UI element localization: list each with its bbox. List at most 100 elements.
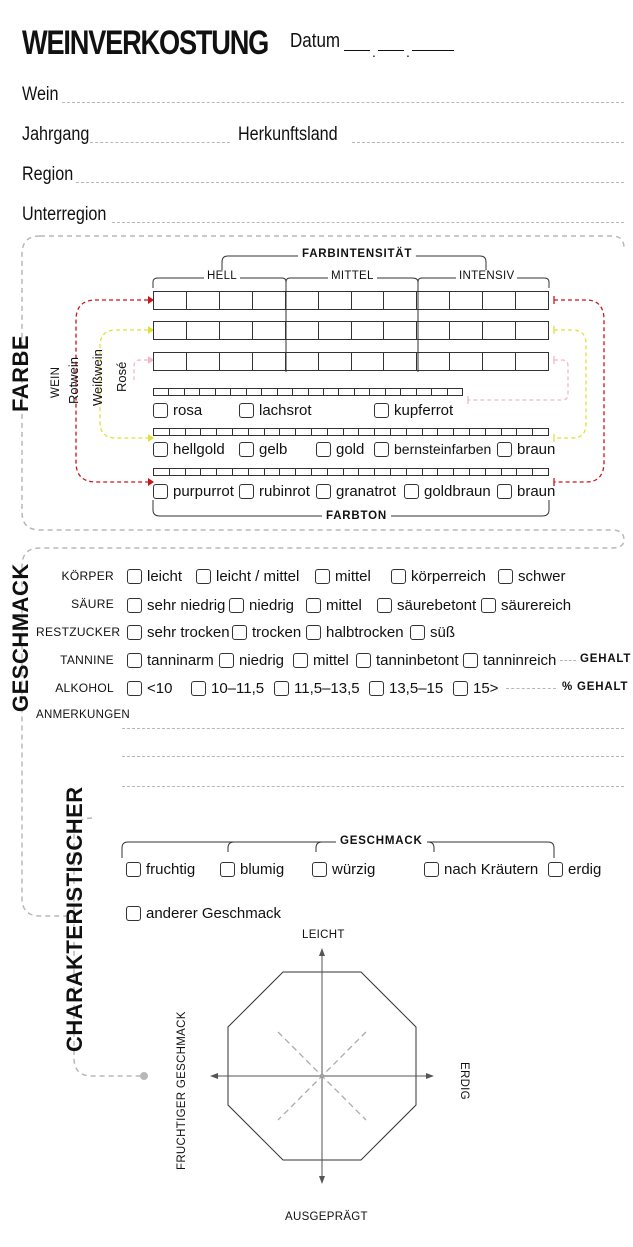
option-alkohol-11-13[interactable]: 11,5–13,5 (274, 680, 360, 697)
checkbox[interactable] (153, 442, 168, 457)
option-erdig[interactable]: erdig (548, 861, 601, 878)
option-suess[interactable]: süß (410, 624, 455, 641)
checkbox[interactable] (126, 862, 141, 877)
checkbox[interactable] (127, 653, 142, 668)
option-rosa[interactable]: rosa (153, 402, 202, 419)
checkbox[interactable] (232, 625, 247, 640)
option-purpurrot[interactable]: purpurrot (153, 483, 234, 500)
option-kupferrot[interactable]: kupferrot (374, 402, 453, 419)
option-schwer[interactable]: schwer (498, 568, 566, 585)
checkbox[interactable] (497, 442, 512, 457)
checkbox[interactable] (498, 569, 513, 584)
option-alkohol-10-11[interactable]: 10–11,5 (191, 680, 264, 697)
jahrgang-field[interactable] (90, 142, 230, 143)
datum-year-field[interactable] (412, 50, 454, 51)
option-mittel-saeure[interactable]: mittel (306, 597, 362, 614)
checkbox[interactable] (312, 862, 327, 877)
datum-month-field[interactable] (378, 50, 404, 51)
option-leicht-mittel[interactable]: leicht / mittel (196, 568, 299, 585)
anmerkungen-line-1[interactable] (122, 728, 624, 729)
herkunftsland-field[interactable] (352, 142, 624, 143)
option-trocken[interactable]: trocken (232, 624, 301, 641)
checkbox[interactable] (229, 598, 244, 613)
option-hellgold[interactable]: hellgold (153, 441, 225, 458)
option-tanninbetont[interactable]: tanninbetont (356, 652, 459, 669)
checkbox[interactable] (356, 653, 371, 668)
checkbox[interactable] (424, 862, 439, 877)
checkbox[interactable] (404, 484, 419, 499)
checkbox[interactable] (293, 653, 308, 668)
option-lachsrot[interactable]: lachsrot (239, 402, 312, 419)
checkbox[interactable] (153, 403, 168, 418)
option-niedrig-tannine[interactable]: niedrig (219, 652, 284, 669)
option-leicht[interactable]: leicht (127, 568, 182, 585)
option-sehr-trocken[interactable]: sehr trocken (127, 624, 230, 641)
intensity-grid-rose[interactable] (153, 352, 549, 371)
option-koerperreich[interactable]: körperreich (391, 568, 486, 585)
option-saeurereich[interactable]: säurereich (481, 597, 571, 614)
wein-field[interactable] (62, 102, 624, 103)
checkbox[interactable] (306, 598, 321, 613)
checkbox[interactable] (153, 484, 168, 499)
checkbox[interactable] (127, 625, 142, 640)
option-alkohol-lt10[interactable]: <10 (127, 680, 172, 697)
intensity-grid-weisswein[interactable] (153, 321, 549, 340)
option-saeurebetont[interactable]: säurebetont (377, 597, 476, 614)
region-field[interactable] (76, 182, 624, 183)
option-gelb[interactable]: gelb (239, 441, 287, 458)
checkbox[interactable] (191, 681, 206, 696)
anmerkungen-line-3[interactable] (122, 786, 624, 787)
intensity-grid-rotwein[interactable] (153, 291, 549, 310)
checkbox[interactable] (126, 906, 141, 921)
option-bernsteinfarben[interactable]: bernsteinfarben (374, 441, 491, 457)
option-halbtrocken[interactable]: halbtrocken (306, 624, 404, 641)
checkbox[interactable] (453, 681, 468, 696)
checkbox[interactable] (127, 681, 142, 696)
checkbox[interactable] (463, 653, 478, 668)
tannine-gehalt-field[interactable] (560, 660, 576, 661)
checkbox[interactable] (315, 569, 330, 584)
checkbox[interactable] (410, 625, 425, 640)
checkbox[interactable] (127, 598, 142, 613)
option-fruchtig[interactable]: fruchtig (126, 861, 195, 878)
datum-day-field[interactable] (344, 50, 370, 51)
option-gold[interactable]: gold (316, 441, 364, 458)
checkbox[interactable] (239, 403, 254, 418)
checkbox[interactable] (196, 569, 211, 584)
option-mittel-tannine[interactable]: mittel (293, 652, 349, 669)
option-sehr-niedrig[interactable]: sehr niedrig (127, 597, 225, 614)
option-tanninarm[interactable]: tanninarm (127, 652, 214, 669)
option-nach-kraeutern[interactable]: nach Kräutern (424, 861, 538, 878)
checkbox[interactable] (219, 653, 234, 668)
option-alkohol-gt15[interactable]: 15> (453, 680, 498, 697)
option-alkohol-13-15[interactable]: 13,5–15 (369, 680, 443, 697)
checkbox[interactable] (306, 625, 321, 640)
checkbox[interactable] (374, 441, 389, 457)
option-rubinrot[interactable]: rubinrot (239, 483, 310, 500)
option-goldbraun[interactable]: goldbraun (404, 483, 491, 500)
option-blumig[interactable]: blumig (220, 861, 284, 878)
checkbox[interactable] (316, 484, 331, 499)
option-granatrot[interactable]: granatrot (316, 483, 396, 500)
checkbox[interactable] (369, 681, 384, 696)
checkbox[interactable] (377, 598, 392, 613)
checkbox[interactable] (220, 862, 235, 877)
anmerkungen-line-2[interactable] (122, 756, 624, 757)
checkbox[interactable] (481, 598, 496, 613)
checkbox[interactable] (274, 681, 289, 696)
checkbox[interactable] (316, 442, 331, 457)
option-braun-white[interactable]: braun (497, 441, 555, 458)
checkbox[interactable] (127, 569, 142, 584)
option-wuerzig[interactable]: würzig (312, 861, 375, 878)
unterregion-field[interactable] (112, 222, 624, 223)
option-tanninreich[interactable]: tanninreich (463, 652, 556, 669)
checkbox[interactable] (239, 442, 254, 457)
checkbox[interactable] (374, 403, 389, 418)
option-braun-red[interactable]: braun (497, 483, 555, 500)
option-anderer-geschmack[interactable]: anderer Geschmack (126, 905, 281, 922)
checkbox[interactable] (239, 484, 254, 499)
checkbox[interactable] (497, 484, 512, 499)
taste-radar-diagram[interactable] (180, 940, 460, 1220)
alkohol-gehalt-field[interactable] (506, 688, 556, 689)
option-niedrig-saeure[interactable]: niedrig (229, 597, 294, 614)
